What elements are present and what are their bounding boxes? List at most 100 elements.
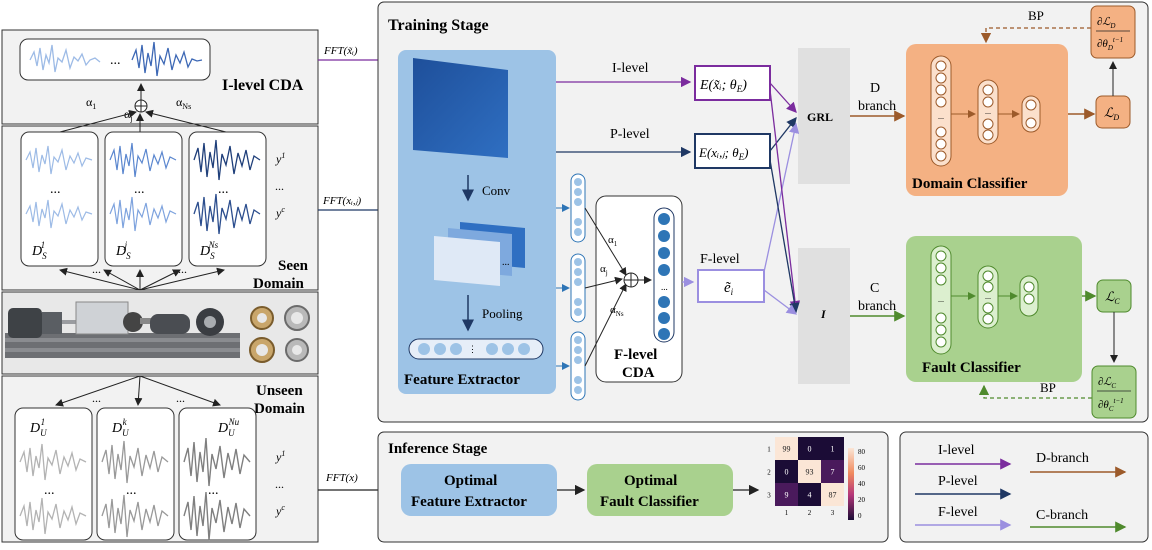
svg-text:E(xᵢ,ⱼ; θE): E(xᵢ,ⱼ; θE)	[698, 145, 748, 162]
fft-x-label: FFT(x)	[325, 472, 358, 484]
svg-text:...: ...	[985, 292, 991, 301]
domain-classifier-net: ... ...	[930, 55, 1041, 167]
svg-text:...: ...	[50, 182, 61, 197]
svg-text:Optimal: Optimal	[444, 473, 497, 489]
c-branch-label-1: C	[870, 281, 879, 296]
icda-label: I-level CDA	[222, 77, 304, 94]
cm-col-label: 1	[785, 509, 789, 517]
seen-dots-label: ...	[275, 179, 284, 193]
domain-classifier-label: Domain Classifier	[912, 176, 1028, 192]
f-alpha-j: αj	[600, 263, 608, 277]
c-branch-label-2: branch	[858, 299, 896, 314]
cm-cell-value: 99	[783, 445, 791, 454]
cm-cell	[798, 460, 821, 483]
unseen-domain-box-1	[14, 407, 93, 541]
fft-xi-label: FFT(x̃ᵢ)	[323, 45, 358, 57]
svg-text:∂ℒC: ∂ℒC	[1098, 376, 1116, 390]
cm-cell-value: 87	[829, 491, 837, 500]
identity-block	[798, 248, 850, 384]
svg-text:...: ...	[938, 295, 944, 304]
feature-vectors	[556, 173, 586, 401]
svg-text:Optimal: Optimal	[624, 473, 677, 489]
legend-panel: I-level P-level F-level D-branch C-branc…	[899, 431, 1149, 543]
seen-dots-bottom-1: ...	[92, 262, 101, 276]
seen-y1-label: y1	[275, 151, 285, 166]
cm-cell-value: 0	[808, 445, 812, 454]
p-level-label: P-level	[610, 127, 650, 142]
cm-row-label: 3	[767, 492, 771, 500]
cm-scale-label: 60	[858, 464, 866, 472]
svg-text:...: ...	[134, 182, 145, 197]
cm-col-label: 3	[831, 509, 835, 517]
svg-text:DUk: DUk	[111, 417, 129, 438]
cm-cell-value: 9	[785, 491, 789, 500]
inference-stage-panel: Inference Stage Optimal Feature Extracto…	[377, 431, 889, 543]
training-stage-title: Training Stage	[388, 17, 489, 34]
svg-text:Fault Classifier: Fault Classifier	[600, 494, 699, 510]
cm-scale-label: 80	[858, 448, 866, 456]
bp-label-d: BP	[1028, 8, 1044, 23]
svg-text:...: ...	[502, 257, 510, 268]
svg-text:...: ...	[92, 391, 101, 405]
grl-label: GRL	[807, 110, 833, 124]
cm-cell-value: 7	[831, 468, 835, 477]
cm-scale-label: 0	[858, 512, 862, 520]
seen-domain-title-2: Domain	[253, 276, 304, 292]
alpha-1-label: α1	[86, 95, 96, 111]
e-tilde-box	[697, 269, 765, 303]
optimal-fault-classifier-box	[587, 464, 733, 516]
svg-text:DUNu: DUNu	[217, 417, 240, 438]
svg-text:...: ...	[44, 483, 55, 498]
seen-domain-title-1: Seen	[278, 258, 309, 274]
d-branch-label-1: D	[870, 81, 880, 96]
seen-dots-bottom-2: ...	[178, 262, 187, 276]
svg-text:...: ...	[661, 282, 668, 292]
svg-text:...: ...	[938, 112, 944, 121]
flevel-cda-label-2: CDA	[622, 365, 655, 381]
svg-text:...: ...	[218, 182, 229, 197]
cm-cell	[775, 483, 798, 506]
bearing-icons	[249, 305, 310, 363]
cm-row-label: 2	[767, 469, 771, 477]
unseen-domain-title-1: Unseen	[256, 383, 303, 399]
fault-classifier-label: Fault Classifier	[922, 360, 1021, 376]
svg-text:⋮: ⋮	[468, 344, 477, 354]
unseen-y1-label: y1	[275, 449, 285, 464]
cm-cell-value: 93	[806, 468, 814, 477]
alpha-ns-label: αNs	[176, 95, 191, 111]
legend-c-branch: C-branch	[1036, 508, 1088, 523]
grad-c-box	[1091, 365, 1137, 419]
d-branch-label-2: branch	[858, 99, 896, 114]
cm-cell-value: 4	[808, 491, 812, 500]
flevel-cda-label-1: F-level	[614, 347, 657, 363]
seen-domain-panel: ... DS1 ... DSj ... DSNs y1 ... yc ... .…	[1, 109, 319, 292]
svg-text:...: ...	[126, 483, 137, 498]
icda-signal-1	[29, 44, 101, 73]
seen-domain-label-j: DSj	[115, 240, 131, 261]
cm-cell	[821, 437, 844, 460]
svg-text:...: ...	[985, 107, 991, 116]
cm-cell	[798, 483, 821, 506]
seen-domain-label-ns: DSNs	[199, 240, 219, 261]
unseen-dots-label: ...	[275, 477, 284, 491]
svg-text:DU1: DU1	[29, 417, 47, 438]
svg-text:ẽi: ẽi	[724, 280, 734, 297]
svg-text:∂ℒD: ∂ℒD	[1097, 16, 1115, 30]
bp-label-c: BP	[1040, 380, 1056, 395]
f-alpha-ns: αNs	[610, 304, 624, 318]
cm-col-label: 2	[808, 509, 812, 517]
legend-p-level: P-level	[938, 474, 978, 489]
unseen-domain-panel: ... ... Unseen Domain DU1 ... DUk ... DU…	[1, 375, 319, 543]
cm-cell-value: 1	[831, 445, 835, 454]
svg-text:ℒC: ℒC	[1105, 289, 1120, 306]
svg-text:∂θCt−1: ∂θCt−1	[1098, 397, 1124, 413]
cm-row-label: 1	[767, 446, 771, 454]
fft-xij-label: FFT(xᵢ,ⱼ)	[322, 195, 362, 207]
icda-panel: ... I-level CDA α1 αj αNs	[1, 29, 319, 125]
pooling-label: Pooling	[482, 306, 523, 321]
svg-text:∂θDt−1: ∂θDt−1	[1097, 36, 1123, 52]
grad-d-box	[1090, 5, 1136, 59]
test-rig-photo	[1, 291, 319, 375]
